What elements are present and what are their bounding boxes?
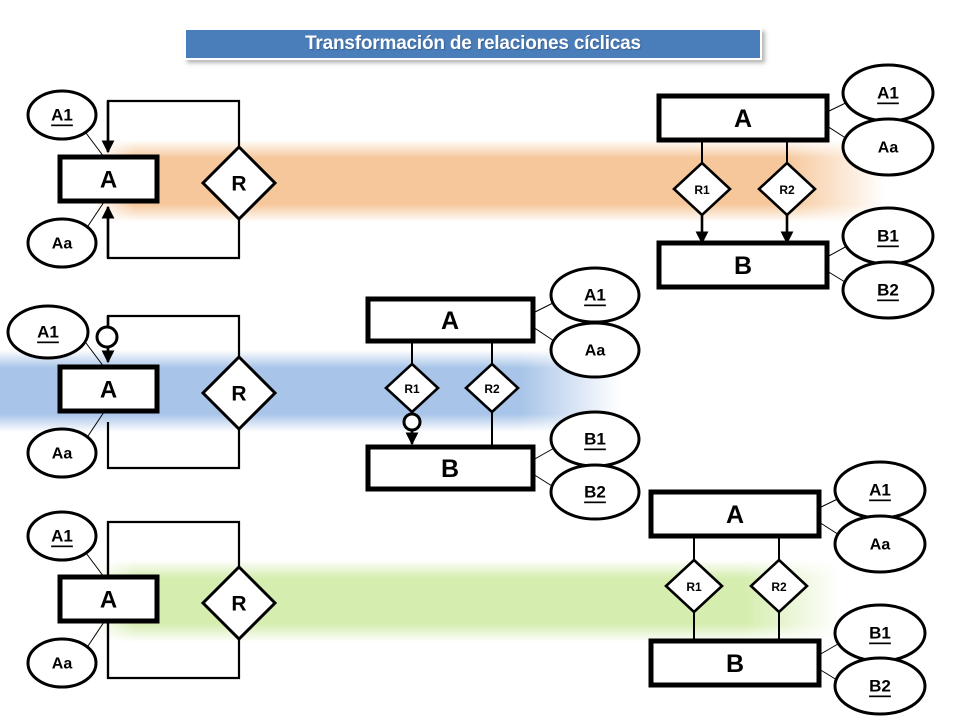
attribute-aa-ellipse <box>841 117 935 177</box>
attribute-aa-label: Aa <box>870 537 891 554</box>
entity-a-box <box>648 489 822 539</box>
relationship-r1-diamond <box>384 362 440 414</box>
relationship-r1-diamond <box>672 161 732 217</box>
relationship-r-label: R <box>231 173 246 196</box>
relationship-r1-label: R1 <box>686 580 702 594</box>
relationship-r-diamond <box>200 144 278 222</box>
relationship-r2-diamond <box>757 161 817 217</box>
entity-a-box <box>57 154 160 204</box>
entity-a-label: A <box>100 377 117 404</box>
diagram-row3-right: A B R1 R2 A1 Aa B1 B2 <box>648 460 927 716</box>
entity-a-box <box>57 574 160 624</box>
attribute-b2-ellipse <box>549 463 641 521</box>
relationship-r2-label: R2 <box>779 183 795 197</box>
attribute-aa-label: Aa <box>52 446 73 463</box>
attribute-aa-label: Aa <box>52 236 73 253</box>
entity-b-box <box>656 240 830 290</box>
attribute-b2-ellipse <box>833 656 927 716</box>
attribute-a1-label: A1 <box>51 106 73 125</box>
entity-a-label: A <box>726 501 744 529</box>
attribute-a1-label: A1 <box>584 286 606 305</box>
relationship-r2-label: R2 <box>771 580 787 594</box>
entity-a-label: A <box>441 307 459 335</box>
attribute-a1-ellipse <box>6 304 90 360</box>
entity-a-label: A <box>100 167 117 194</box>
entity-b-box <box>648 638 822 688</box>
attribute-aa-ellipse <box>26 427 98 479</box>
attribute-aa-label: Aa <box>52 656 73 673</box>
entity-a-label: A <box>734 105 752 133</box>
attribute-a1-label: A1 <box>869 481 891 500</box>
relationship-r-label: R <box>231 383 246 406</box>
entity-a-label: A <box>100 587 117 614</box>
relationship-r-diamond <box>200 564 278 642</box>
relationship-r2-diamond <box>464 362 520 414</box>
diagram-row2-left: A R A1 Aa <box>6 304 278 479</box>
attribute-a1-label: A1 <box>37 323 59 342</box>
attribute-aa-ellipse <box>26 637 98 689</box>
diagram-row2-center: A B R1 R2 A1 Aa B1 B2 <box>365 266 641 521</box>
attribute-aa-ellipse <box>26 217 98 269</box>
attribute-aa-label: Aa <box>878 140 899 157</box>
attribute-b2-label: B2 <box>584 483 606 502</box>
attribute-aa-ellipse <box>833 514 927 574</box>
diagram-row1-left: A R A1 Aa <box>26 89 278 269</box>
page-title: Transformación de relaciones cíclicas <box>305 33 641 54</box>
relationship-r1-diamond <box>664 558 724 614</box>
relationship-r-diamond <box>200 354 278 432</box>
attribute-b1-label: B1 <box>869 624 891 643</box>
diagram-row1-right: A B R1 R2 A1 Aa B1 B2 <box>656 63 935 320</box>
relationship-r2-label: R2 <box>484 382 500 396</box>
attribute-a1-label: A1 <box>877 84 899 103</box>
entity-b-box <box>365 444 536 492</box>
relationship-r2-diamond <box>749 558 809 614</box>
page-title-banner: Transformación de relaciones cíclicas <box>184 28 762 60</box>
attribute-aa-ellipse <box>549 321 641 379</box>
attribute-b1-label: B1 <box>877 227 899 246</box>
entity-a-box <box>365 296 536 344</box>
relationship-r1-label: R1 <box>694 183 710 197</box>
optionality-circle-marker <box>402 412 422 432</box>
entity-b-label: B <box>726 650 744 678</box>
attribute-b1-label: B1 <box>584 430 606 449</box>
attribute-b2-label: B2 <box>869 677 891 696</box>
attribute-b2-label: B2 <box>877 281 899 300</box>
relationship-r-label: R <box>231 593 246 616</box>
attribute-a1-ellipse <box>26 89 98 141</box>
entity-b-label: B <box>734 252 752 280</box>
attribute-aa-label: Aa <box>585 343 606 360</box>
relationship-r1-label: R1 <box>404 382 420 396</box>
entity-a-box <box>656 93 830 143</box>
optionality-circle-marker <box>95 325 119 349</box>
attribute-b2-ellipse <box>841 260 935 320</box>
entity-b-label: B <box>441 455 459 483</box>
attribute-a1-ellipse <box>26 510 98 562</box>
diagram-row3-left: A R A1 Aa <box>26 510 278 689</box>
attribute-a1-label: A1 <box>51 527 73 546</box>
entity-a-box <box>57 364 160 414</box>
